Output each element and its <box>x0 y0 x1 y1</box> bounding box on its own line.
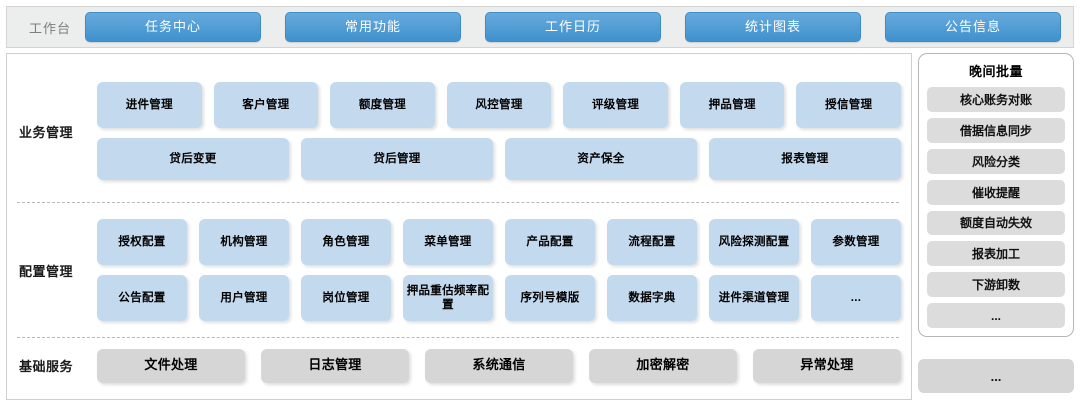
business-row-2: 贷后变更 贷后管理 资产保全 报表管理 <box>97 138 901 180</box>
section-label-basic-services: 基础服务 <box>19 359 74 374</box>
tile-report-management[interactable]: 报表管理 <box>709 138 901 180</box>
section-label-configuration: 配置管理 <box>19 263 74 279</box>
tile-application-management[interactable]: 进件管理 <box>97 82 202 128</box>
tile-risk-control-management[interactable]: 风控管理 <box>446 82 552 128</box>
main-content: 业务管理 进件管理 客户管理 额度管理 风控管理 评级管理 押品管理 授信管理 … <box>6 53 1074 400</box>
top-tab-list: 任务中心 常用功能 工作日历 统计图表 公告信息 <box>85 12 1065 42</box>
tab-statistics-chart[interactable]: 统计图表 <box>685 12 861 42</box>
tile-customer-management[interactable]: 客户管理 <box>213 82 319 128</box>
tab-task-center[interactable]: 任务中心 <box>85 12 261 42</box>
tile-configuration-more[interactable]: ... <box>811 275 901 321</box>
right-column-spacer <box>918 337 1074 359</box>
tile-collateral-management[interactable]: 押品管理 <box>679 82 785 128</box>
tab-work-calendar[interactable]: 工作日历 <box>485 12 661 42</box>
tile-post-loan-management[interactable]: 贷后管理 <box>301 138 493 180</box>
tab-announcements[interactable]: 公告信息 <box>885 12 1061 42</box>
section-basic-services: 基础服务 文件处理 日志管理 系统通信 加密解密 异常处理 <box>15 338 901 393</box>
night-batch-title: 晚间批量 <box>968 64 1023 79</box>
tile-role-management[interactable]: 角色管理 <box>301 219 391 265</box>
section-business-management: 业务管理 进件管理 客户管理 额度管理 风控管理 评级管理 押品管理 授信管理 … <box>15 60 902 202</box>
batch-item-iou-info-sync[interactable]: 借据信息同步 <box>927 117 1065 143</box>
tile-post-loan-change[interactable]: 贷后变更 <box>97 138 289 180</box>
configuration-row-2: 公告配置 用户管理 岗位管理 押品重估频率配置 序列号模版 数据字典 进件渠道管… <box>97 275 901 321</box>
tile-log-management[interactable]: 日志管理 <box>261 348 409 383</box>
tile-credit-granting-management[interactable]: 授信管理 <box>796 82 902 128</box>
tile-organization-management[interactable]: 机构管理 <box>199 219 289 265</box>
divider-business-config <box>17 202 899 203</box>
module-map-panel: 业务管理 进件管理 客户管理 额度管理 风控管理 评级管理 押品管理 授信管理 … <box>6 53 912 400</box>
tile-encryption-decryption[interactable]: 加密解密 <box>589 348 737 383</box>
tile-application-channel-management[interactable]: 进件渠道管理 <box>709 275 799 321</box>
tile-file-processing[interactable]: 文件处理 <box>97 348 245 383</box>
right-column: 晚间批量 核心账务对账 借据信息同步 风险分类 催收提醒 额度自动失效 报表加工… <box>918 53 1074 400</box>
batch-item-credit-limit-auto-expire[interactable]: 额度自动失效 <box>927 210 1065 236</box>
configuration-row-1: 授权配置 机构管理 角色管理 菜单管理 产品配置 流程配置 风险探测配置 参数管… <box>97 219 901 265</box>
configuration-tile-rows: 授权配置 机构管理 角色管理 菜单管理 产品配置 流程配置 风险探测配置 参数管… <box>91 219 901 321</box>
batch-item-collection-reminder[interactable]: 催收提醒 <box>927 179 1065 205</box>
tile-process-config[interactable]: 流程配置 <box>607 219 697 265</box>
section-configuration-management: 配置管理 授权配置 机构管理 角色管理 菜单管理 产品配置 流程配置 风险探测配… <box>15 203 901 337</box>
tile-serial-number-template[interactable]: 序列号模版 <box>505 275 595 321</box>
batch-item-downstream-data-unload[interactable]: 下游卸数 <box>927 272 1065 298</box>
night-batch-panel: 晚间批量 核心账务对账 借据信息同步 风险分类 催收提醒 额度自动失效 报表加工… <box>918 53 1074 337</box>
basic-services-tile-rows: 文件处理 日志管理 系统通信 加密解密 异常处理 <box>91 348 901 383</box>
tile-exception-handling[interactable]: 异常处理 <box>753 348 901 383</box>
batch-item-risk-classification[interactable]: 风险分类 <box>927 148 1065 174</box>
tile-data-dictionary[interactable]: 数据字典 <box>607 275 697 321</box>
batch-item-more[interactable]: ... <box>927 303 1065 328</box>
tile-collateral-revaluation-frequency-config[interactable]: 押品重估频率配置 <box>403 275 493 321</box>
business-tile-rows: 进件管理 客户管理 额度管理 风控管理 评级管理 押品管理 授信管理 贷后变更 … <box>91 82 902 180</box>
tile-user-management[interactable]: 用户管理 <box>199 275 289 321</box>
tile-product-config[interactable]: 产品配置 <box>505 219 595 265</box>
right-more-tile[interactable]: ... <box>918 359 1074 393</box>
tile-authorization-config[interactable]: 授权配置 <box>97 219 187 265</box>
tab-common-functions[interactable]: 常用功能 <box>285 12 461 42</box>
tile-risk-detection-config[interactable]: 风险探测配置 <box>709 219 799 265</box>
workbench-label: 工作台 <box>28 20 71 36</box>
top-navigation-bar: 工作台 任务中心 常用功能 工作日历 统计图表 公告信息 <box>6 6 1074 48</box>
tile-rating-management[interactable]: 评级管理 <box>563 82 668 128</box>
tile-credit-limit-management[interactable]: 额度管理 <box>330 82 435 128</box>
batch-item-core-account-reconciliation[interactable]: 核心账务对账 <box>927 87 1065 112</box>
tile-asset-preservation[interactable]: 资产保全 <box>505 138 697 180</box>
section-label-business: 业务管理 <box>19 124 74 140</box>
tile-menu-management[interactable]: 菜单管理 <box>403 219 493 265</box>
tile-parameter-management[interactable]: 参数管理 <box>811 219 901 265</box>
business-row-1: 进件管理 客户管理 额度管理 风控管理 评级管理 押品管理 授信管理 <box>97 82 902 128</box>
tile-announcement-config[interactable]: 公告配置 <box>97 275 187 321</box>
divider-config-service <box>17 337 899 338</box>
tile-system-communication[interactable]: 系统通信 <box>425 348 573 383</box>
basic-services-row-1: 文件处理 日志管理 系统通信 加密解密 异常处理 <box>97 348 901 383</box>
batch-item-report-processing[interactable]: 报表加工 <box>927 241 1065 267</box>
tile-position-management[interactable]: 岗位管理 <box>301 275 391 321</box>
